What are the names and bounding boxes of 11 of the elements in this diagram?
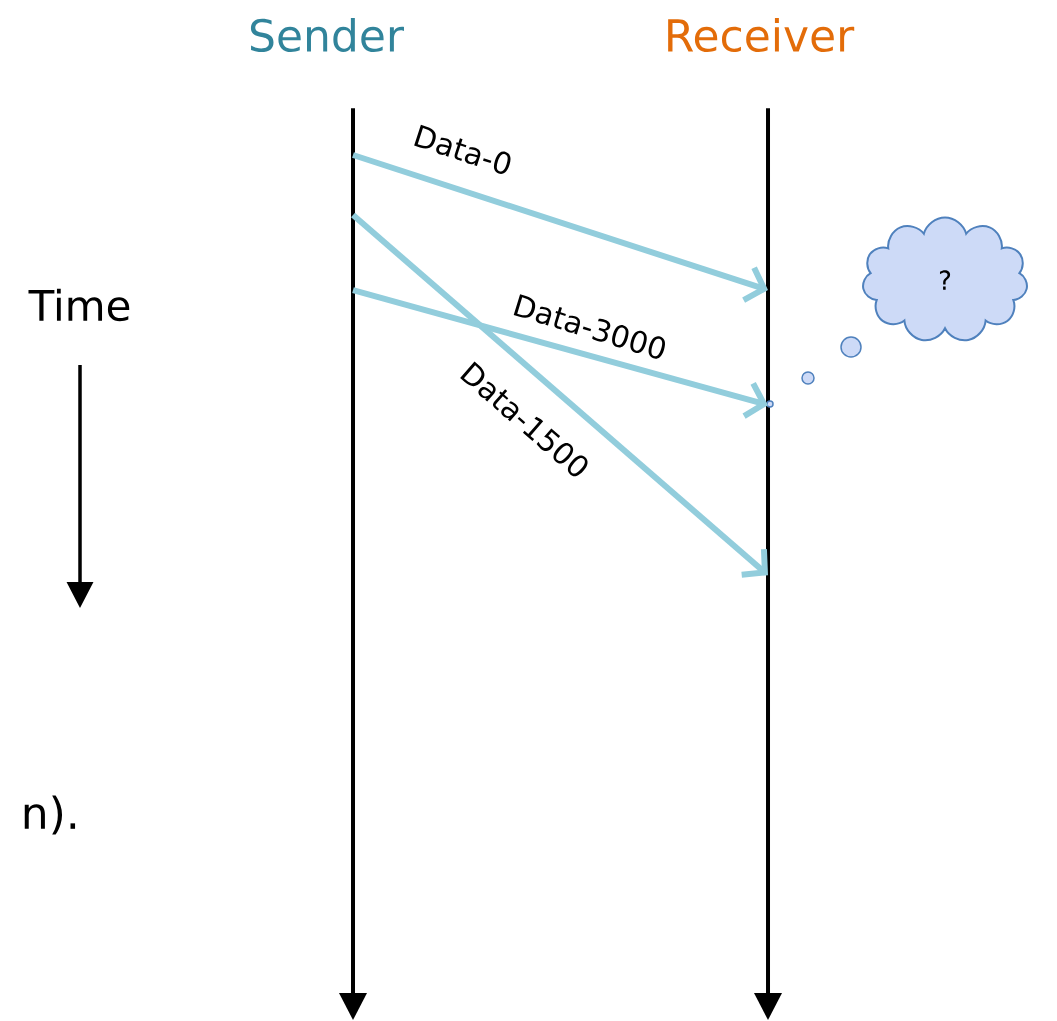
message-arrow	[352, 152, 768, 303]
time-label: Time	[28, 288, 130, 322]
lifeline	[754, 108, 782, 1020]
edge-label: Data-0	[414, 124, 511, 174]
message-arrow	[352, 287, 768, 419]
thought-cloud: ?	[862, 216, 1028, 342]
lifeline-header: Sender	[250, 18, 404, 53]
message-arrow	[351, 212, 768, 578]
lifeline	[339, 108, 367, 1020]
lifeline-header: Receiver	[668, 18, 855, 53]
text-fragment: n).	[24, 795, 76, 835]
